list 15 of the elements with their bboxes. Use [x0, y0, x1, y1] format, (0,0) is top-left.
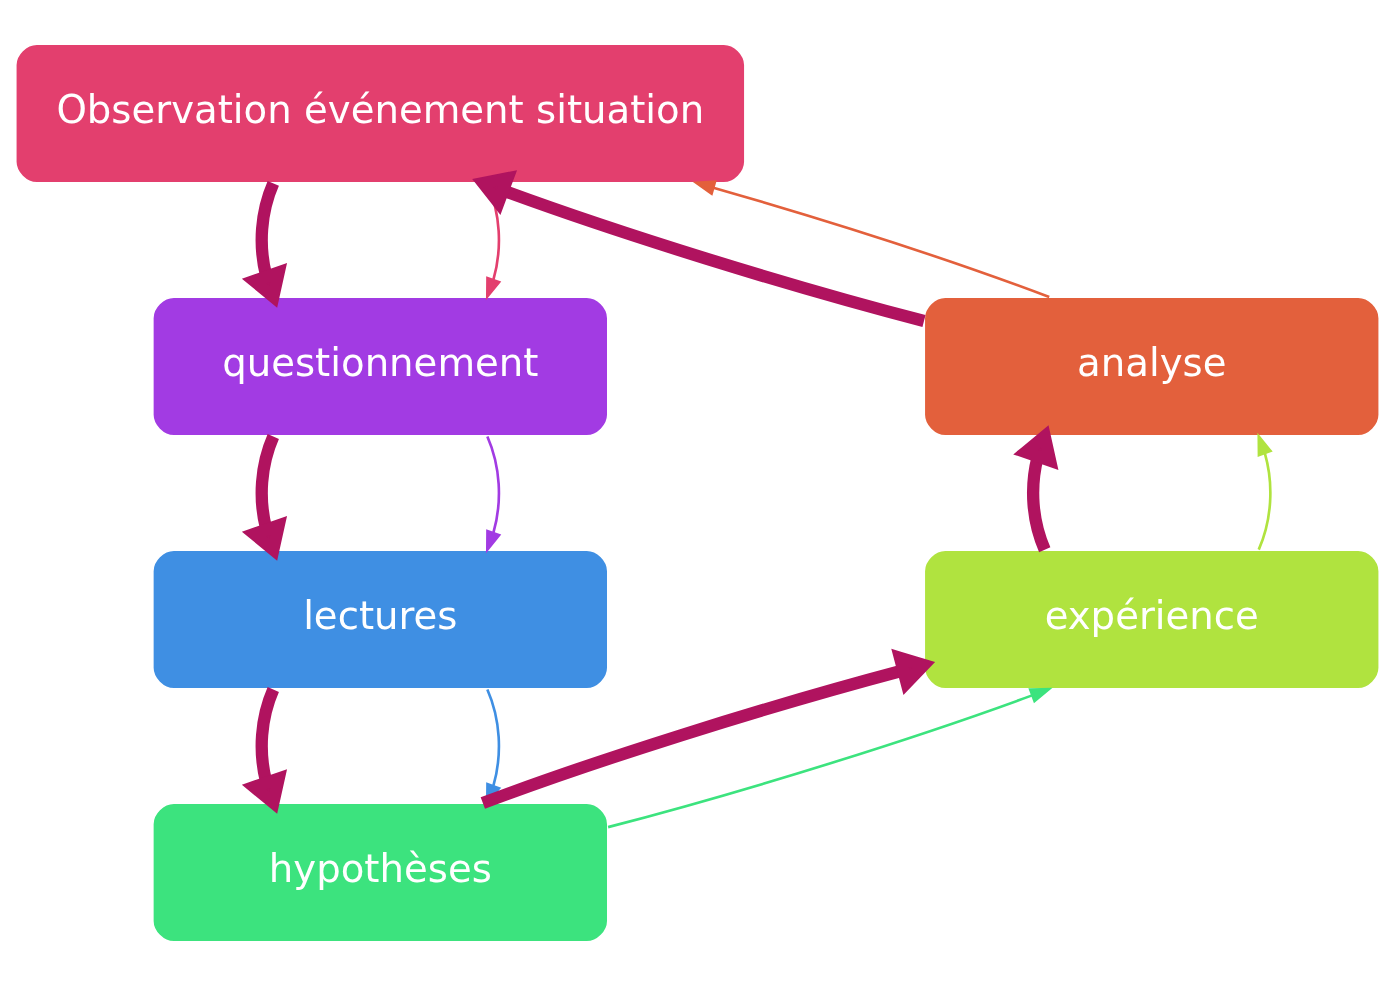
- arrow: [1257, 432, 1273, 550]
- arrow: [241, 433, 288, 561]
- arrow: [241, 180, 288, 308]
- arrow: [607, 687, 1053, 828]
- node-box: hypothèses: [151, 801, 609, 943]
- node-box: questionnement: [151, 295, 609, 437]
- node-box: lectures: [151, 548, 609, 690]
- node-box: expérience: [923, 548, 1381, 690]
- arrow: [485, 435, 502, 553]
- arrow: [472, 169, 926, 327]
- node-box: Observation événement situation: [14, 42, 746, 184]
- arrow: [1013, 424, 1059, 552]
- node-box: analyse: [923, 295, 1381, 437]
- arrow: [241, 686, 288, 814]
- arrow: [692, 179, 1050, 298]
